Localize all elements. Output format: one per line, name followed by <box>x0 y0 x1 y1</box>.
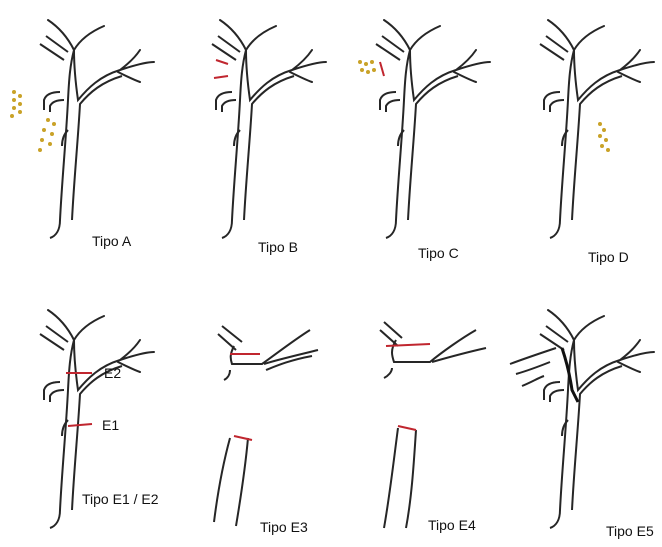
biliary-tree-outline <box>212 20 326 238</box>
biliary-tree-outline <box>540 20 654 238</box>
biliary-tree-outline <box>540 310 654 528</box>
panel-tipo-e5: Tipo E5 <box>510 310 654 539</box>
injury-mark <box>214 76 228 78</box>
panel-label: Tipo E1 / E2 <box>82 491 159 507</box>
panel-label: Tipo E3 <box>260 519 308 535</box>
level-label-e2: E2 <box>104 365 121 381</box>
panel-label: Tipo C <box>418 245 459 261</box>
clip-cluster <box>358 60 376 74</box>
panel-label: Tipo D <box>588 249 629 265</box>
panel-tipo-a: Tipo A <box>10 20 154 249</box>
injury-mark <box>216 60 228 64</box>
panel-label: Tipo A <box>92 233 132 249</box>
lower-duct-outline <box>214 438 248 526</box>
panel-tipo-c: Tipo C <box>358 20 490 261</box>
clip-cluster <box>38 118 56 152</box>
panel-tipo-b: Tipo B <box>212 20 326 255</box>
panel-tipo-e3: Tipo E3 <box>214 326 318 535</box>
panel-tipo-e4: Tipo E4 <box>380 322 486 533</box>
injury-mark-e1 <box>68 424 92 426</box>
biliary-tree-outline <box>40 20 154 238</box>
injury-mark <box>398 426 416 430</box>
upper-tree-outline <box>380 322 486 362</box>
panel-label: Tipo B <box>258 239 298 255</box>
lower-duct-outline <box>384 428 416 528</box>
biliary-tree-outline <box>376 20 490 238</box>
panel-tipo-e1-e2: E2 E1 Tipo E1 / E2 <box>40 310 159 528</box>
injury-mark <box>380 62 384 76</box>
level-label-e1: E1 <box>102 417 119 433</box>
panel-label: Tipo E4 <box>428 517 476 533</box>
injury-mark <box>234 436 252 440</box>
panel-tipo-d: Tipo D <box>540 20 654 265</box>
upper-tree-outline <box>384 368 392 378</box>
injury-mark <box>386 344 430 346</box>
panel-label: Tipo E5 <box>606 523 654 539</box>
clip-cluster <box>10 90 22 118</box>
aberrant-duct-outline <box>510 348 556 386</box>
clip-cluster <box>598 122 610 152</box>
